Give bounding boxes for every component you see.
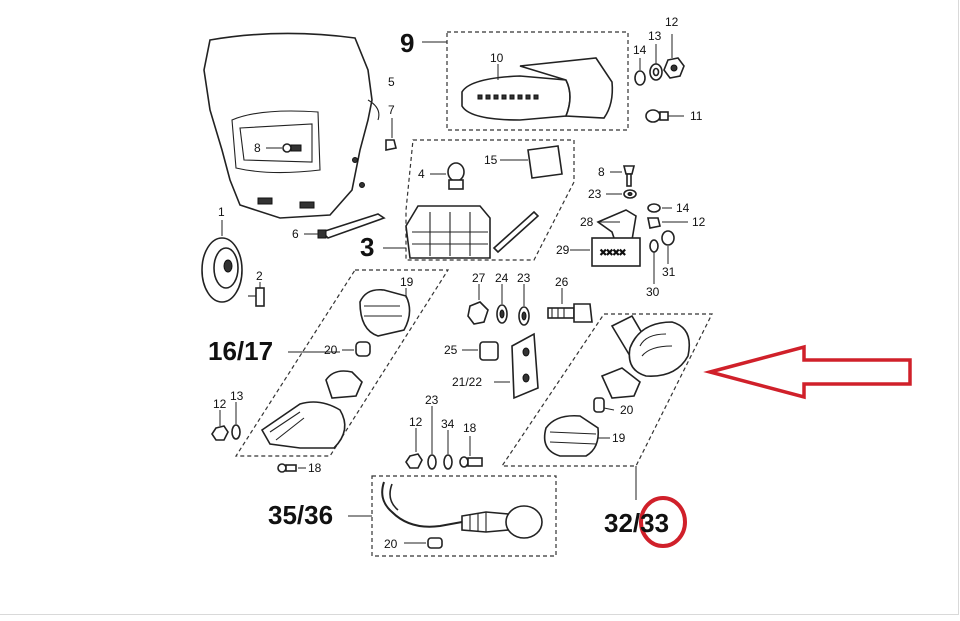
indicator-group-32-33 — [500, 313, 713, 500]
bulb-part-11 — [645, 109, 684, 123]
callout-19-a: 19 — [400, 275, 414, 289]
spacer-part-25 — [462, 341, 499, 361]
callout-28: 28 — [580, 215, 594, 229]
callout-2: 2 — [256, 269, 263, 283]
callout-9: 9 — [400, 28, 414, 58]
callout-labels: 5 7 8 1 6 2 9 10 14 13 12 11 4 15 3 8 23… — [208, 15, 706, 551]
nut-washer-left — [211, 402, 241, 441]
callout-10: 10 — [490, 51, 504, 65]
svg-text:××××: ×××× — [600, 247, 626, 259]
callout-3: 3 — [360, 232, 374, 262]
bracket-part-6 — [304, 213, 386, 239]
callout-29: 29 — [556, 243, 570, 257]
fastener-row — [467, 284, 593, 326]
screw-part-7 — [385, 118, 397, 151]
callout-12-a: 12 — [665, 15, 679, 29]
callout-13-b: 13 — [230, 389, 244, 403]
callout-5: 5 — [388, 75, 395, 89]
red-highlight-circle — [639, 496, 687, 548]
plate-part-21-22 — [494, 332, 539, 400]
callout-25: 25 — [444, 343, 458, 357]
red-pointer-arrow — [703, 344, 912, 400]
wired-indicator-group-35-36 — [348, 475, 557, 557]
callout-20-b: 20 — [620, 403, 634, 417]
callout-16-17: 16/17 — [208, 336, 273, 366]
callout-15: 15 — [484, 153, 498, 167]
callout-24: 24 — [495, 271, 509, 285]
callout-31: 31 — [662, 265, 676, 279]
callout-27: 27 — [472, 271, 486, 285]
callout-12-c: 12 — [213, 397, 227, 411]
horn-part-1 — [201, 220, 243, 303]
callout-1: 1 — [218, 205, 225, 219]
socket-part-15 — [500, 145, 563, 179]
callout-23-c: 23 — [425, 393, 439, 407]
headlight-group-3 — [383, 139, 575, 261]
callout-19-b: 19 — [612, 431, 626, 445]
bolt-part-8-a — [266, 143, 302, 153]
callout-18-a: 18 — [308, 461, 322, 475]
callout-7: 7 — [388, 103, 395, 117]
callout-23-a: 23 — [588, 187, 602, 201]
screw-part-18-left — [277, 463, 306, 473]
indicator-group-16-17 — [234, 269, 450, 457]
callout-34: 34 — [441, 417, 455, 431]
bracket-group-right: ×××× — [570, 165, 688, 284]
callout-8-b: 8 — [598, 165, 605, 179]
callout-12-d: 12 — [409, 415, 423, 429]
callout-20-c: 20 — [384, 537, 398, 551]
fairing-part-5 — [203, 32, 380, 219]
callout-21-22: 21/22 — [452, 375, 482, 389]
callout-30: 30 — [646, 285, 660, 299]
callout-8-a: 8 — [254, 141, 261, 155]
fastener-row-bottom — [405, 406, 483, 470]
screw-part-2 — [248, 282, 265, 307]
callout-35-36: 35/36 — [268, 500, 333, 530]
callout-32-33: 32/33 — [604, 508, 669, 538]
tail-light-group-9 — [422, 31, 629, 131]
bulb-part-4 — [430, 162, 465, 190]
callout-4: 4 — [418, 167, 425, 181]
callout-11: 11 — [690, 109, 703, 123]
callout-18-b: 18 — [463, 421, 477, 435]
washers-nut-top — [634, 34, 685, 86]
callout-14-a: 14 — [633, 43, 647, 57]
callout-23-b: 23 — [517, 271, 531, 285]
callout-26: 26 — [555, 275, 569, 289]
callout-20-a: 20 — [324, 343, 338, 357]
callout-13-a: 13 — [648, 29, 662, 43]
callout-6: 6 — [292, 227, 299, 241]
callout-12-b: 12 — [692, 215, 706, 229]
callout-14-b: 14 — [676, 201, 690, 215]
